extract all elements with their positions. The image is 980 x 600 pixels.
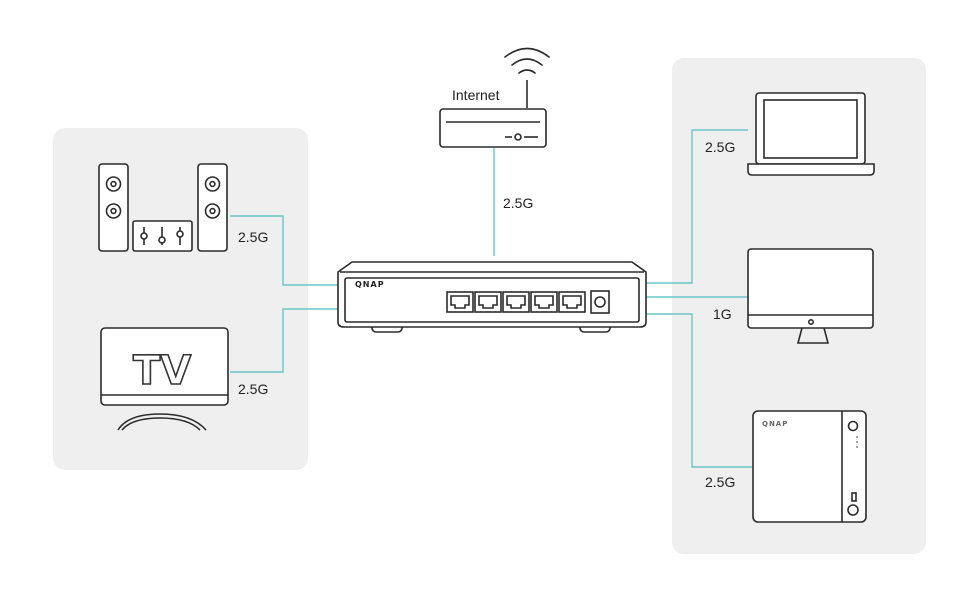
router-body: [439, 108, 547, 148]
cable-speakers: [230, 215, 338, 286]
power-port-icon: [590, 290, 610, 314]
cable-nas: [646, 313, 752, 468]
tv-screen-text: TV: [133, 348, 191, 394]
ethernet-port-icon: [502, 291, 530, 313]
nas-link-speed: 2.5G: [705, 474, 735, 490]
ethernet-port-icon: [558, 291, 586, 313]
speakers-icon: [98, 163, 228, 252]
nas-icon: QNAP: [752, 410, 867, 523]
laptop-link-speed: 2.5G: [705, 139, 735, 155]
internet-label: Internet: [452, 87, 500, 103]
ethernet-port-icon: [530, 291, 558, 313]
tv-icon: TV: [100, 327, 229, 431]
monitor-link-speed: 1G: [713, 306, 732, 322]
ethernet-port-icon: [446, 291, 474, 313]
cable-laptop: [646, 129, 748, 284]
laptop-icon: [747, 92, 875, 176]
router-device: Internet: [439, 47, 550, 148]
tv-link-speed: 2.5G: [238, 381, 268, 397]
wifi-icon: [504, 47, 550, 74]
monitor-icon: [747, 248, 874, 344]
network-switch: QNAP: [337, 261, 647, 333]
speakers-link-speed: 2.5G: [238, 229, 268, 245]
router-link-speed: 2.5G: [503, 195, 533, 211]
ethernet-port-icon: [474, 291, 502, 313]
cable-tv: [230, 308, 338, 373]
left-device-panel: [53, 128, 308, 470]
switch-ports: [446, 290, 610, 314]
switch-brand-logo: QNAP: [355, 280, 385, 289]
cables: [230, 129, 752, 468]
nas-brand-logo: QNAP: [762, 420, 788, 428]
